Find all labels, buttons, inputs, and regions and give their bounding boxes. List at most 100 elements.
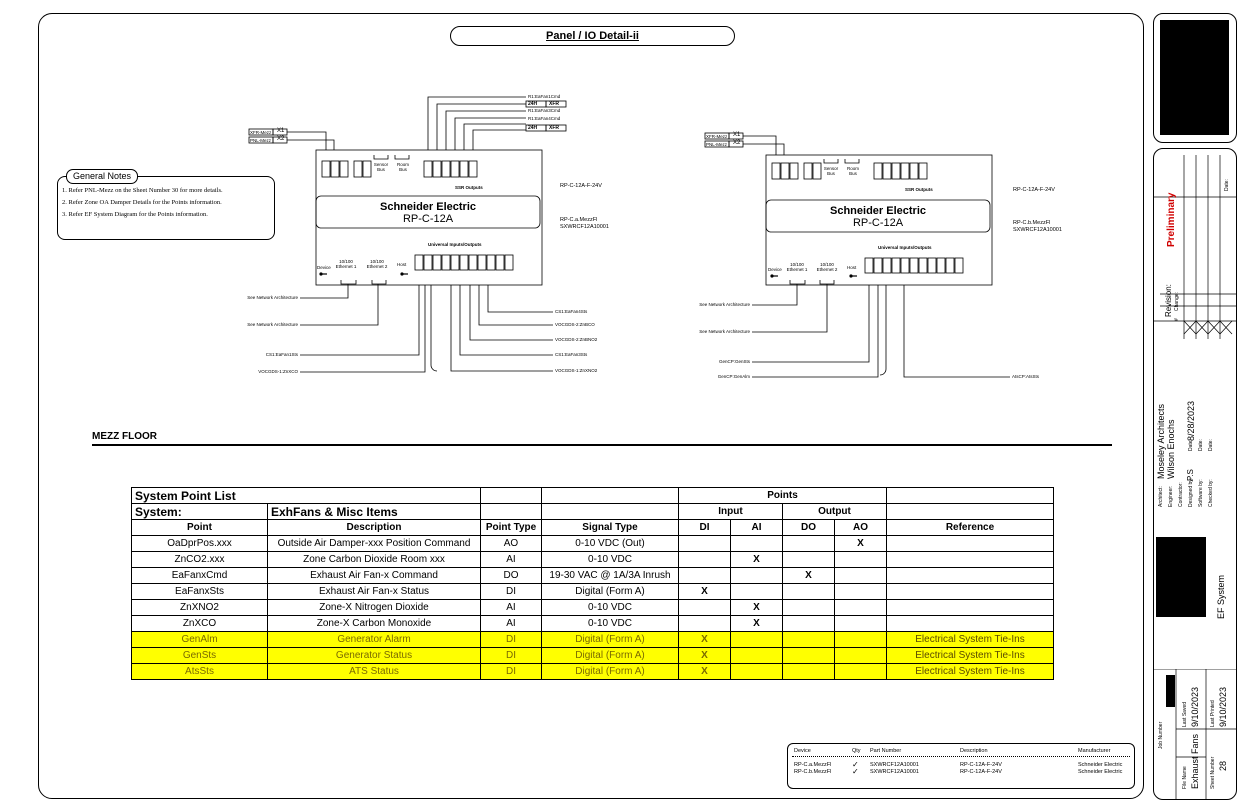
system-name-title: EF System xyxy=(1216,574,1226,619)
cell-di xyxy=(678,535,731,552)
cell-desc: Exhaust Air Fan-x Status xyxy=(267,583,481,600)
panel-a-right-3: VOCGDS-2:ZnBNO2 xyxy=(555,337,598,342)
panel-b-left-1: See Network Architecture xyxy=(699,302,750,307)
cell-type: DO xyxy=(480,567,542,584)
legend-divider xyxy=(792,756,1130,757)
cell-desc: Generator Status xyxy=(267,647,481,664)
panel-a-host: Host xyxy=(397,262,407,267)
cell-di xyxy=(678,615,731,632)
column-header: AI xyxy=(730,519,783,536)
panel-a-name: RP-C.a.MezzFl xyxy=(560,217,598,223)
cell-ref: Electrical System Tie-Ins xyxy=(886,647,1054,664)
preliminary-stamp: Preliminary xyxy=(1166,192,1177,247)
cell-di: X xyxy=(678,663,731,680)
cell-type: DI xyxy=(480,631,542,648)
file-info-grid xyxy=(1154,669,1236,799)
cell-signal: Digital (Form A) xyxy=(541,631,679,648)
cell-ref xyxy=(886,535,1054,552)
panel-a-part: SXWRCF12A10001 xyxy=(560,224,609,230)
panel-a-device: Device xyxy=(317,265,331,270)
cell-ref xyxy=(886,567,1054,584)
check-icon: ✓ xyxy=(852,767,859,776)
cell-point: ZnXCO xyxy=(131,615,268,632)
panel-a-top-2: 24H xyxy=(528,101,538,107)
panel-a-right-2: VOCGDS-2:ZnBCO xyxy=(555,322,595,327)
cell-point: GenAlm xyxy=(131,631,268,648)
panel-b-eth2: 10/100 Ethernet 2 xyxy=(816,262,838,272)
panel-a-model: RP-C-12A xyxy=(402,213,454,225)
column-header: Description xyxy=(267,519,481,536)
cell-point: GenSts xyxy=(131,647,268,664)
panel-b-left-4: GenCP:GenAlm xyxy=(717,374,750,379)
cell-type: DI xyxy=(480,663,542,680)
architect-name: Moseley Architects xyxy=(1156,403,1166,479)
revision-number-label: # xyxy=(1174,318,1180,321)
column-header: Point Type xyxy=(480,519,542,536)
panel-b-ssr-label: SSR Outputs xyxy=(905,187,933,192)
panel-b-eth1: 10/100 Ethernet 1 xyxy=(786,262,808,272)
panel-b-part: SXWRCF12A10001 xyxy=(1013,227,1062,233)
cell-type: DI xyxy=(480,583,542,600)
output-header: Output xyxy=(782,503,887,520)
cell-ao xyxy=(834,599,887,616)
panel-b-host: Host xyxy=(847,265,857,270)
cell-ai: X xyxy=(730,615,783,632)
architect-label: Architect: xyxy=(1158,486,1164,507)
cell-do xyxy=(782,631,835,648)
column-header: DI xyxy=(678,519,731,536)
date-value: 8/28/2023 xyxy=(1186,400,1196,441)
check-icon: ✓ xyxy=(852,760,859,769)
panel-b-name: RP-C.b.MezzFl xyxy=(1013,220,1051,226)
legend-device-1: RP-C.a.MezzFl xyxy=(794,762,832,768)
cell-type: AI xyxy=(480,551,542,568)
legend-device-2: RP-C.b.MezzFl xyxy=(794,769,832,775)
legend-header-desc: Description xyxy=(960,748,988,754)
cell-signal: Digital (Form A) xyxy=(541,583,679,600)
system-label: System: xyxy=(131,503,268,520)
job-number-redacted xyxy=(1166,675,1175,707)
cell-ai xyxy=(730,583,783,600)
cell-desc: Outside Air Damper-xxx Position Command xyxy=(267,535,481,552)
panel-b-right-1: AtsCP:AtsSts xyxy=(1012,374,1040,379)
cell-ref xyxy=(886,599,1054,616)
logo-redacted xyxy=(1160,20,1229,135)
wiring-diagram xyxy=(248,96,1010,378)
panel-a-left-3: CS1:EaFan1Sts xyxy=(265,352,298,357)
cell-di: X xyxy=(678,583,731,600)
cell-ai xyxy=(730,663,783,680)
panel-a-ssr-label: SSR Outputs xyxy=(455,185,483,190)
revision-change-label: Change: xyxy=(1174,292,1180,311)
panel-b-brand-box xyxy=(765,199,991,233)
cell-point: EaFanxCmd xyxy=(131,567,268,584)
legend-part-1: SXWRCF12A10001 xyxy=(870,762,919,768)
panel-a-tag-id-2: X2 xyxy=(277,136,285,142)
panel-a-brand-box xyxy=(315,195,541,229)
panel-a-top-5: R1:EaFan4Cmd xyxy=(528,116,561,121)
engineer-label: Engineer: xyxy=(1168,485,1174,507)
panel-a-brand: Schneider Electric xyxy=(380,201,476,213)
panel-b-sensor-bus: Sensor Bus xyxy=(823,166,839,176)
cell-ai xyxy=(730,535,783,552)
cell-point: AtsSts xyxy=(131,663,268,680)
panel-b-room-bus: Room Bus xyxy=(846,166,859,176)
cell-do xyxy=(782,535,835,552)
cell-ao xyxy=(834,615,887,632)
client-logo-redacted xyxy=(1156,537,1206,617)
cell-signal: Digital (Form A) xyxy=(541,663,679,680)
cell-desc: Zone Carbon Dioxide Room xxx xyxy=(267,551,481,568)
panel-b-power: RP-C-12A-F-24V xyxy=(1013,187,1055,193)
cell-point: ZnCO2.xxx xyxy=(131,551,268,568)
cell-di: X xyxy=(678,647,731,664)
cell-ai: X xyxy=(730,599,783,616)
panel-a-left-1: See Network Architecture xyxy=(247,295,298,300)
cell-point: EaFanxSts xyxy=(131,583,268,600)
cell-signal: Digital (Form A) xyxy=(541,647,679,664)
section-underline xyxy=(92,444,1112,446)
panel-b-uio-label: Universal Inputs/Outputs xyxy=(878,245,932,250)
